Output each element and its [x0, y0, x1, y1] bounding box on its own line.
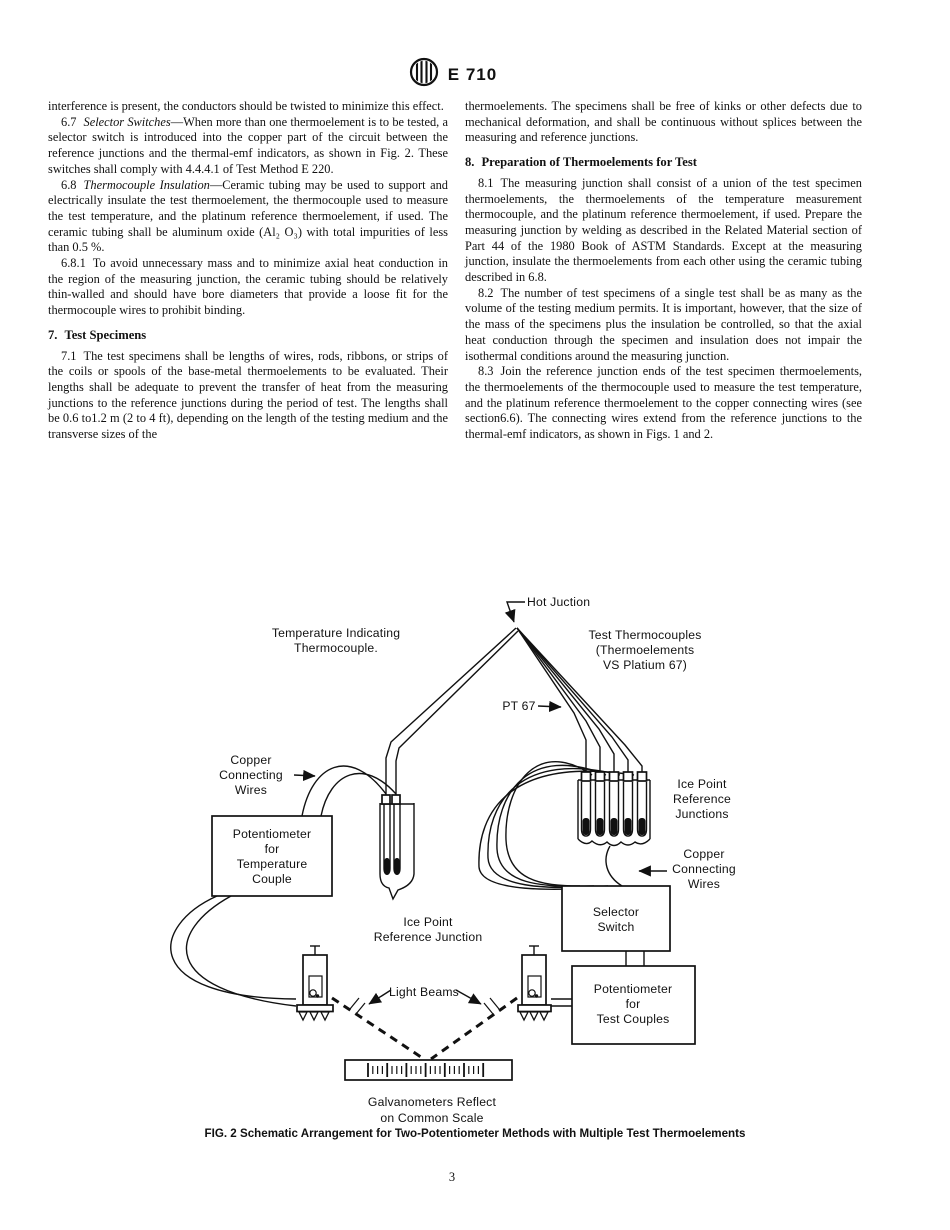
- figure-caption: FIG. 2 Schematic Arrangement for Two-Pot…: [205, 1127, 746, 1140]
- label-ice-left-1: Ice Point: [403, 915, 453, 929]
- heading-number: 7.: [48, 327, 58, 342]
- label-pt67: PT 67: [502, 699, 535, 713]
- right-column: thermoelements. The specimens shall be f…: [465, 99, 862, 443]
- copper-wires-to-selector: [478, 761, 635, 890]
- ice-point-bank: [577, 771, 651, 847]
- section-number: 6.7: [61, 114, 77, 129]
- section-number: 7.1: [61, 348, 77, 363]
- section-body: The number of test specimens of a single…: [465, 285, 862, 363]
- label-pot-temp-3: Temperature: [237, 857, 308, 871]
- page-header: E 710: [0, 57, 906, 92]
- label-copper-left-2: Connecting: [219, 768, 283, 782]
- label-test-thermocouples-3: VS Platium 67): [603, 658, 687, 672]
- section-title: Thermocouple Insulation: [83, 177, 210, 192]
- section-number: 8.1: [478, 175, 494, 190]
- heading-title: Test Specimens: [64, 327, 147, 342]
- paragraph-continuation: thermoelements. The specimens shall be f…: [465, 99, 862, 145]
- section-body: To avoid unnecessary mass and to minimiz…: [48, 256, 448, 318]
- light-beam-arrow-right: [455, 989, 482, 1005]
- label-pot-test-3: Test Couples: [597, 1012, 670, 1026]
- label-ice-right-1: Ice Point: [677, 777, 727, 791]
- label-light-beams: Light Beams: [389, 985, 459, 999]
- selector-to-potentiometer-wires: [625, 951, 645, 966]
- label-copper-left-1: Copper: [230, 753, 271, 767]
- label-ice-left-2: Reference Junction: [374, 930, 483, 944]
- astm-logo: [409, 57, 439, 92]
- section-number: 8.2: [478, 285, 494, 300]
- light-beam-arrow-left: [368, 989, 392, 1005]
- galvo-to-potentiometer-wires: [551, 998, 572, 1007]
- section-body: Join the reference junction ends of the …: [465, 364, 862, 442]
- ice-point-vessel-single: [379, 794, 415, 901]
- wires-pot-to-galvo: [170, 895, 297, 1007]
- section-body: The measuring junction shall consist of …: [465, 175, 862, 285]
- copper-left-arrow: [293, 769, 316, 782]
- section-6-7: 6.7 Selector Switches—When more than one …: [48, 115, 448, 178]
- left-column: interference is present, the conductors …: [48, 99, 448, 443]
- label-selector-2: Switch: [597, 920, 634, 934]
- label-hot-junction: Hot Juction: [527, 595, 590, 609]
- label-test-thermocouples-1: Test Thermocouples: [588, 628, 701, 642]
- galvanometer-right: [517, 945, 552, 1022]
- section-body: —Ceramic tubing may be used to support a…: [48, 177, 448, 255]
- temperature-thermocouple-wires: [385, 627, 519, 796]
- label-pot-temp-2: for: [265, 842, 280, 856]
- section-body: The test specimens shall be lengths of w…: [48, 348, 448, 442]
- label-copper-right-1: Copper: [683, 847, 724, 861]
- label-copper-left-3: Wires: [235, 783, 267, 797]
- label-temp-indicating-1: Temperature Indicating: [272, 626, 400, 640]
- label-test-thermocouples-2: (Thermoelements: [596, 643, 695, 657]
- light-beams: [331, 996, 518, 1061]
- label-copper-right-3: Wires: [688, 877, 720, 891]
- figure-2: Hot Juction Temperature Indicating Therm…: [0, 588, 950, 1150]
- heading-number: 8.: [465, 155, 475, 170]
- label-ice-right-2: Reference: [673, 792, 731, 806]
- label-galvo-note-2: on Common Scale: [380, 1111, 483, 1125]
- label-pot-test-1: Potentiometer: [594, 982, 672, 996]
- paragraph-continuation: interference is present, the conductors …: [48, 99, 444, 113]
- potentiometer-test-box: [571, 965, 696, 1045]
- label-pot-temp-4: Couple: [252, 872, 292, 886]
- label-pot-temp-1: Potentiometer: [233, 827, 311, 841]
- test-thermocouple-wires: [516, 627, 643, 772]
- potentiometer-temperature-box: [211, 815, 333, 897]
- label-copper-right-2: Connecting: [672, 862, 736, 876]
- section-6-8: 6.8 Thermocouple Insulation—Ceramic tubin…: [48, 178, 448, 257]
- copper-wires-left-arc: [301, 765, 397, 817]
- heading-title: Preparation of Thermoelements for Test: [481, 155, 697, 170]
- section-number: 8.3: [478, 364, 494, 379]
- section-body: —When more than one thermoelement is to …: [48, 114, 449, 176]
- common-scale: [344, 1059, 513, 1081]
- doc-number: E 710: [447, 64, 498, 84]
- label-galvo-note-1: Galvanometers Reflect: [368, 1095, 497, 1109]
- heading-8: 8. Preparation of Thermoelements for Test: [465, 155, 862, 171]
- selector-switch-box: [561, 885, 671, 952]
- pt67-arrow: [537, 700, 562, 713]
- label-ice-right-3: Junctions: [675, 807, 728, 821]
- heading-7: 7. Test Specimens: [48, 328, 448, 344]
- galvanometer-left: [296, 945, 334, 1022]
- label-selector-1: Selector: [593, 905, 639, 919]
- section-number: 6.8.1: [61, 256, 86, 271]
- section-title: Selector Switches: [83, 114, 171, 129]
- section-number: 6.8: [61, 177, 77, 192]
- label-temp-indicating-2: Thermocouple.: [294, 641, 378, 655]
- hot-junction-leader: [504, 601, 525, 623]
- label-pot-test-2: for: [626, 997, 641, 1011]
- body-columns: interference is present, the conductors …: [48, 99, 862, 443]
- page-number: 3: [448, 1170, 456, 1184]
